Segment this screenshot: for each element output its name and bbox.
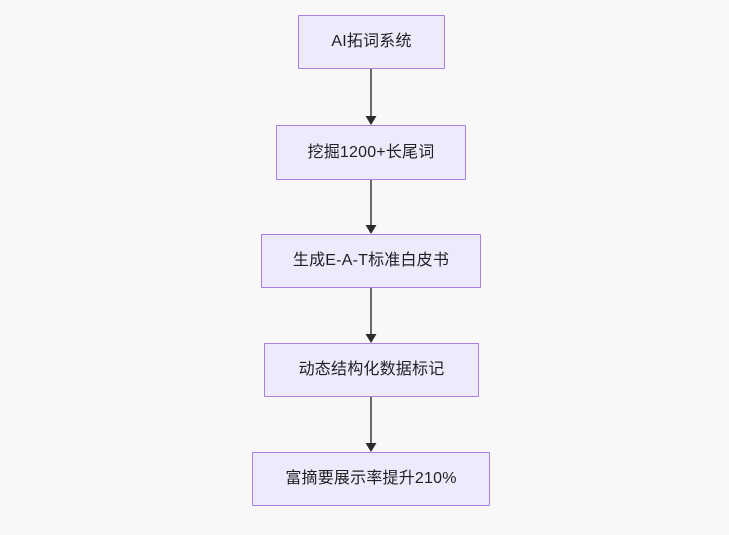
flow-node-label: 富摘要展示率提升210% [285,470,457,487]
edge-group-2 [365,180,377,234]
flow-node-label: 生成E-A-T标准白皮书 [292,252,450,269]
arrowhead-icon-4 [365,443,377,452]
flow-node-label: 挖掘1200+长尾词 [307,143,435,161]
flow-node-dynamic-structured-data-markup[interactable]: 动态结构化数据标记 [264,343,479,397]
flow-node-generate-eat-whitepaper[interactable]: 生成E-A-T标准白皮书 [261,234,481,288]
arrowhead-icon-3 [365,334,377,343]
edge-group-1 [365,69,377,125]
flow-node-mine-longtail-keywords[interactable]: 挖掘1200+长尾词 [276,125,466,180]
flow-node-rich-snippet-impression-lift[interactable]: 富摘要展示率提升210% [252,452,490,506]
flow-node-label: 动态结构化数据标记 [298,361,445,378]
edge-group-3 [365,288,377,343]
arrowhead-icon-1 [365,116,377,125]
arrowhead-icon-2 [365,225,377,234]
flow-node-label: AI拓词系统 [331,33,412,50]
flow-node-ai-keyword-system[interactable]: AI拓词系统 [298,15,445,69]
edge-group-4 [365,397,377,452]
